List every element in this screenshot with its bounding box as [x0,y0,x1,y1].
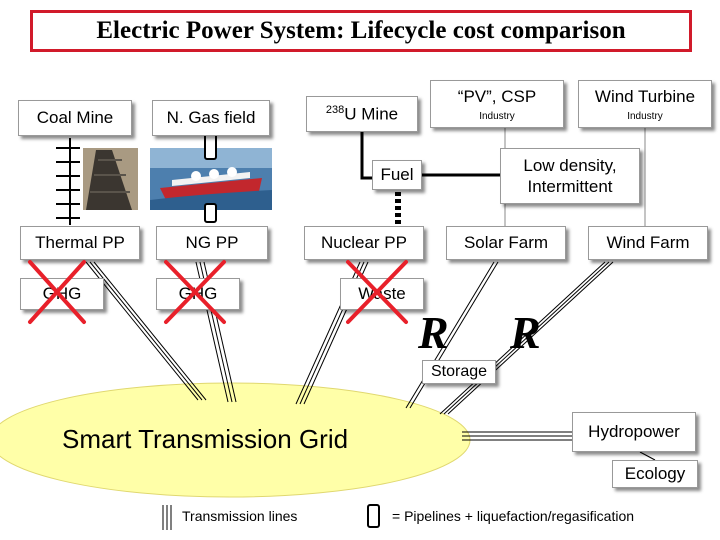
ng-pp-node: NG PP [156,226,268,260]
pv-csp-node: “PV”, CSP Industry [430,80,564,128]
ghg-ng-node: GHG [156,278,240,310]
title-box: Electric Power System: Lifecycle cost co… [30,10,692,52]
pipeline-legend-icon [367,504,380,528]
solar-farm-node: Solar Farm [446,226,566,260]
wind-farm-node: Wind Farm [588,226,708,260]
transmission-lines-wind [439,261,614,415]
page-title: Electric Power System: Lifecycle cost co… [96,17,626,44]
legend-transmission-lines: Transmission lines [182,508,298,524]
gas-field-node: N. Gas field [152,100,270,136]
legend-pipelines: = Pipelines + liquefaction/regasificatio… [392,508,635,524]
coal-train-image [83,148,138,210]
lng-ship-image [150,148,272,210]
smart-grid-label: Smart Transmission Grid [62,424,349,454]
waste-node: Waste [340,278,424,310]
ghg-thermal-node: GHG [20,278,104,310]
transmission-lines-thermal [85,261,207,401]
pipeline-segment [204,132,217,160]
ecology-node: Ecology [612,460,698,488]
nuclear-pp-node: Nuclear PP [304,226,424,260]
storage-node: Storage [422,360,496,384]
hydropower-node: Hydropower [572,412,696,452]
pipeline-segment [204,203,217,223]
low-density-node: Low density, Intermittent [500,148,640,204]
transmission-lines-legend-icon [162,505,172,530]
thermal-pp-node: Thermal PP [20,226,140,260]
transmission-lines-hydro [462,431,574,441]
wind-turbine-node: Wind Turbine Industry [578,80,712,128]
fuel-node: Fuel [372,160,422,190]
storage-symbol-right: R [509,307,541,358]
coal-mine-node: Coal Mine [18,100,132,136]
uranium-mine-node: 238U Mine [306,96,418,132]
storage-symbol-left: R [417,307,449,358]
coal-railway [56,138,80,225]
